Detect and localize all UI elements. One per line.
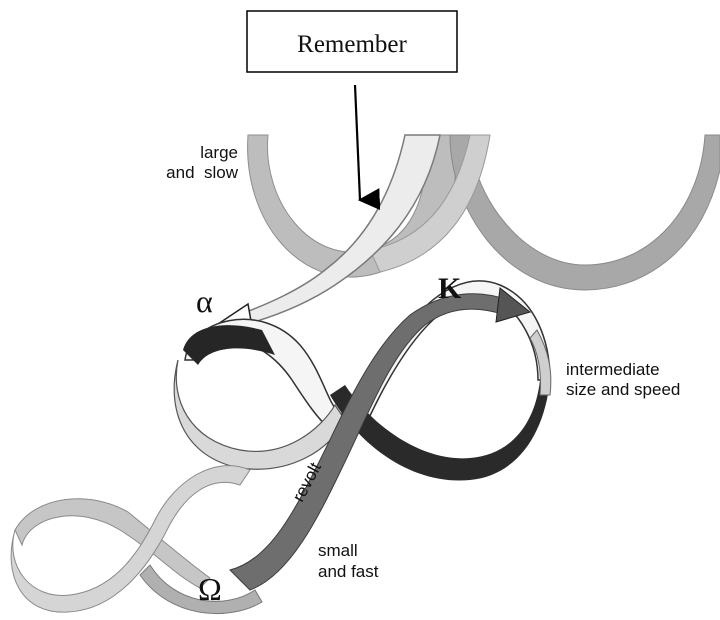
small-loop-lower: [10, 465, 251, 613]
mid-loop-right-edge: [529, 329, 552, 396]
remember-pointer: [353, 84, 381, 211]
omega-symbol: Ω: [198, 571, 222, 607]
small-loop-front: [139, 564, 263, 615]
kappa-symbol: K: [438, 272, 462, 305]
intermediate-line1: intermediate: [566, 360, 660, 379]
small-fast-line2: and fast: [318, 562, 379, 581]
revolt-ribbon: [229, 287, 532, 591]
large-slow-label: large and slow: [166, 143, 239, 182]
remember-callout: Remember: [246, 10, 458, 211]
remember-text: Remember: [297, 31, 407, 58]
large-slow-line2: and slow: [166, 163, 239, 182]
mid-loop-dark-right: [330, 380, 550, 481]
small-fast-loop: [10, 465, 263, 615]
intermediate-label: intermediate size and speed: [566, 360, 680, 399]
large-loop-band-mid: [369, 134, 491, 273]
small-fast-label: small and fast: [318, 541, 379, 581]
large-slow-loop: [247, 134, 720, 291]
alpha-symbol: α: [196, 283, 213, 319]
large-loop-band-right: [449, 134, 720, 291]
mid-loop-dark-left: [183, 325, 275, 365]
small-loop-outer: [14, 498, 211, 589]
large-slow-line1: large: [200, 143, 238, 162]
remember-box: [246, 10, 458, 73]
revolt-arrowhead: [495, 287, 532, 323]
small-fast-line1: small: [318, 541, 358, 560]
intermediate-line2: size and speed: [566, 380, 680, 399]
